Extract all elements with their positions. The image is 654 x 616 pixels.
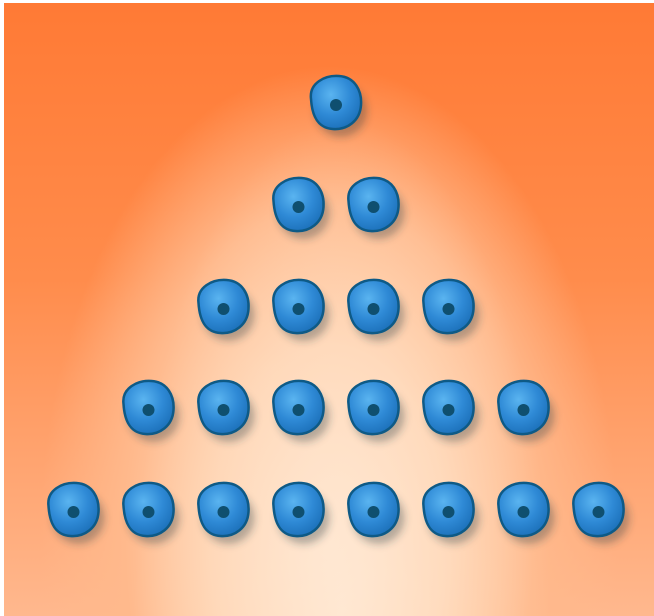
peg-hole	[443, 404, 455, 416]
peg-icon[interactable]	[198, 381, 254, 442]
peg-hole	[293, 303, 305, 315]
peg-hole	[143, 404, 155, 416]
peg-hole	[518, 506, 530, 518]
game-board	[4, 3, 654, 616]
peg-icon[interactable]	[123, 483, 179, 544]
peg-hole	[330, 99, 342, 111]
peg-hole	[443, 303, 455, 315]
peg-icon[interactable]	[348, 381, 404, 442]
peg-icon[interactable]	[348, 178, 404, 239]
peg-hole	[443, 506, 455, 518]
peg-board-svg	[4, 3, 654, 616]
peg-hole	[218, 404, 230, 416]
peg-icon[interactable]	[123, 381, 179, 442]
peg-icon[interactable]	[348, 280, 404, 341]
peg-hole	[293, 506, 305, 518]
peg-hole	[368, 303, 380, 315]
peg-icon[interactable]	[273, 178, 329, 239]
peg-hole	[293, 201, 305, 213]
peg-hole	[143, 506, 155, 518]
peg-hole	[593, 506, 605, 518]
peg-icon[interactable]	[273, 280, 329, 341]
peg-icon[interactable]	[48, 483, 104, 544]
peg-hole	[218, 303, 230, 315]
peg-icon[interactable]	[348, 483, 404, 544]
peg-icon[interactable]	[498, 483, 554, 544]
peg-hole	[218, 506, 230, 518]
peg-hole	[293, 404, 305, 416]
peg-icon[interactable]	[423, 483, 479, 544]
peg-hole	[368, 404, 380, 416]
peg-icon[interactable]	[198, 483, 254, 544]
peg-icon[interactable]	[198, 280, 254, 341]
peg-hole	[368, 506, 380, 518]
peg-icon[interactable]	[273, 381, 329, 442]
peg-icon[interactable]	[573, 483, 629, 544]
peg-icon[interactable]	[423, 381, 479, 442]
peg-icon[interactable]	[498, 381, 554, 442]
peg-icon[interactable]	[311, 76, 367, 137]
peg-hole	[518, 404, 530, 416]
peg-icon[interactable]	[423, 280, 479, 341]
pegs-layer	[48, 76, 629, 544]
peg-icon[interactable]	[273, 483, 329, 544]
peg-hole	[368, 201, 380, 213]
peg-hole	[68, 506, 80, 518]
